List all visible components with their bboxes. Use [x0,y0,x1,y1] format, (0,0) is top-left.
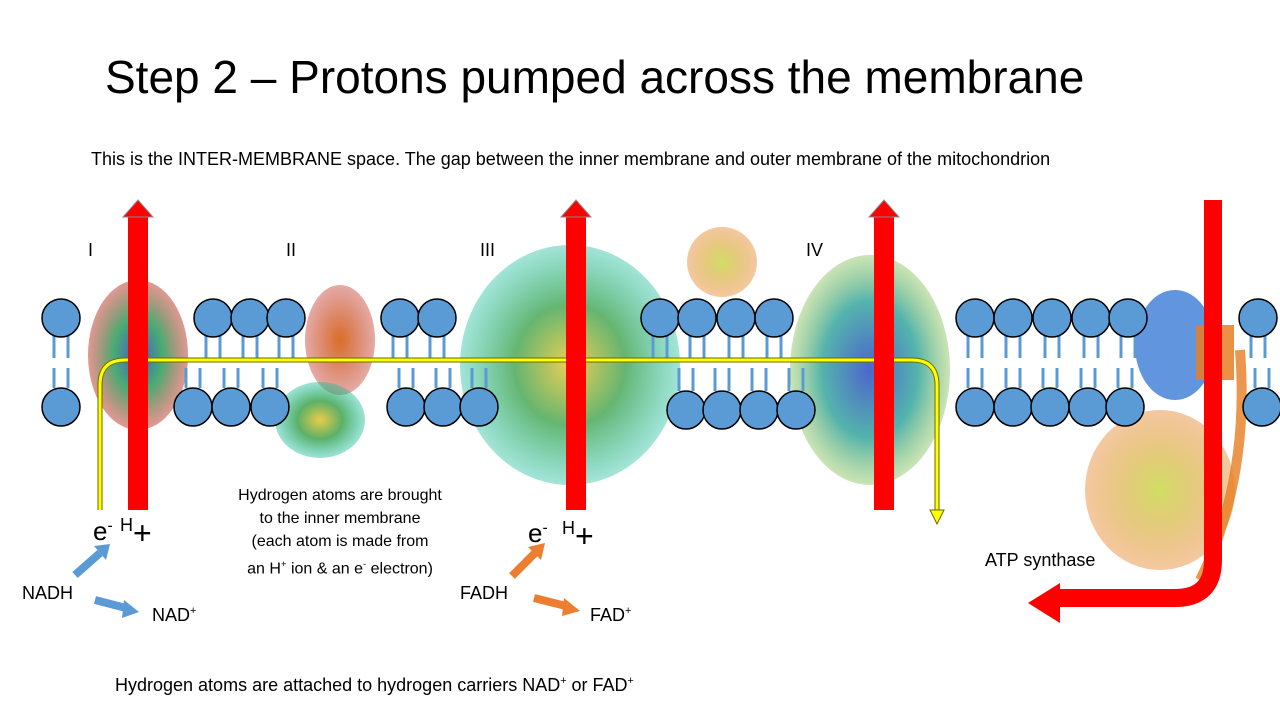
intermembrane-caption: This is the INTER-MEMBRANE space. The ga… [91,149,1051,169]
lipid-head [993,298,1033,338]
lipid-head [666,390,706,430]
nadh-label: NADH [22,583,74,603]
electron-symbol: e [528,518,543,548]
fadh-arrow-to-fad [533,594,580,616]
proton-symbol: H [562,518,575,538]
lipid-head [1071,298,1111,338]
complex-ii-protein-upper [305,285,375,395]
note-text: electron) [366,560,433,578]
fad-text: FAD [590,605,626,625]
lipid-head [423,387,463,427]
electron-label-left: e- [93,516,113,547]
proton-pump-arrow [128,215,148,510]
lipid-head [955,387,995,427]
atp-synthase-proton-arrow [1058,200,1222,607]
footer-caption: Hydrogen atoms are attached to hydrogen … [115,675,634,696]
note-sup: + [280,559,287,570]
electron-path-line [98,358,939,512]
electron-path-arrowhead [929,509,945,526]
nad-charge: + [190,605,197,617]
proton-pump-arrow [566,215,586,510]
proton-pump-arrow [874,215,894,510]
electron-charge: - [542,519,548,537]
lipid-head [1238,298,1278,338]
nad-label: NAD+ [152,605,196,626]
fadh-arrow-to-electron [509,543,545,579]
atp-synthase-protein-lower [1085,410,1235,570]
nadh-arrow-to-electron [72,544,110,579]
footer-sup: + [560,675,567,687]
proton-symbol: H [120,515,133,535]
atp-synthase-label: ATP synthase [985,550,1096,570]
nad-text: NAD [152,605,191,625]
note-line: to the inner membrane [259,510,421,527]
lipid-head [211,387,251,427]
lipid-head [640,298,680,338]
lipid-head [1108,298,1148,338]
nadh-arrow-to-nad [94,596,139,618]
lipid-head [1105,387,1145,427]
proton-pump-arrowhead [867,199,901,218]
proton-pump-arrowhead [121,199,155,218]
complex-ii-protein-lower [275,382,365,458]
proton-pump-arrowhead [559,199,593,218]
fad-charge: + [625,605,632,617]
lipid-head [41,298,81,338]
footer-text: or FAD [566,675,628,695]
lipid-head [993,387,1033,427]
complex-label-ii: II [286,240,297,260]
lipid-head [1030,387,1070,427]
note-line: Hydrogen atoms are brought [238,487,442,504]
proton-label-left: H+ [120,515,152,552]
footer-text: Hydrogen atoms are attached to hydrogen … [115,675,561,695]
lipid-head [250,387,290,427]
proton-charge: + [575,518,594,554]
electron-label-right: e- [528,518,548,549]
complex-label-iii: III [480,240,496,260]
note-line: an H+ ion & an e- electron) [220,553,460,580]
lipid-bilayer [41,298,1280,430]
lipid-head [955,298,995,338]
lipid-head [380,298,420,338]
proton-label-right: H+ [562,518,594,555]
complex-label-i: I [88,240,94,260]
atp-synthase-protein-upper [1135,290,1215,400]
lipid-head [193,298,233,338]
footer-sup: + [627,675,634,687]
note-text: ion & an e [286,560,363,578]
lipid-head [173,387,213,427]
lipid-head [417,298,457,338]
complex-label-iv: IV [806,240,824,260]
lipid-head [1068,387,1108,427]
lipid-head [1032,298,1072,338]
lipid-head [1242,387,1280,427]
fadh-label: FADH [460,583,509,603]
lipid-head [716,298,756,338]
note-line: (each atom is made from [251,533,429,550]
fad-label: FAD+ [590,605,631,626]
atp-synthase-arrowhead [1028,583,1060,623]
lipid-head [230,298,270,338]
lipid-head [266,298,306,338]
slide-title: Step 2 – Protons pumped across the membr… [105,51,1085,103]
lipid-head [677,298,717,338]
lipid-head [754,298,794,338]
electron-charge: - [107,517,113,535]
note-text: an H [247,560,281,578]
lipid-head [459,387,499,427]
lipid-head [41,387,81,427]
lipid-head [739,390,779,430]
proton-charge: + [133,515,152,551]
electron-symbol: e [93,516,108,546]
cytochrome-c-protein [687,227,757,297]
hydrogen-atoms-note: Hydrogen atoms are brought to the inner … [220,484,460,580]
complex-iv-protein [790,255,950,485]
lipid-head [702,390,742,430]
lipid-head [386,387,426,427]
note-sup: - [363,559,367,570]
lipid-head [776,390,816,430]
